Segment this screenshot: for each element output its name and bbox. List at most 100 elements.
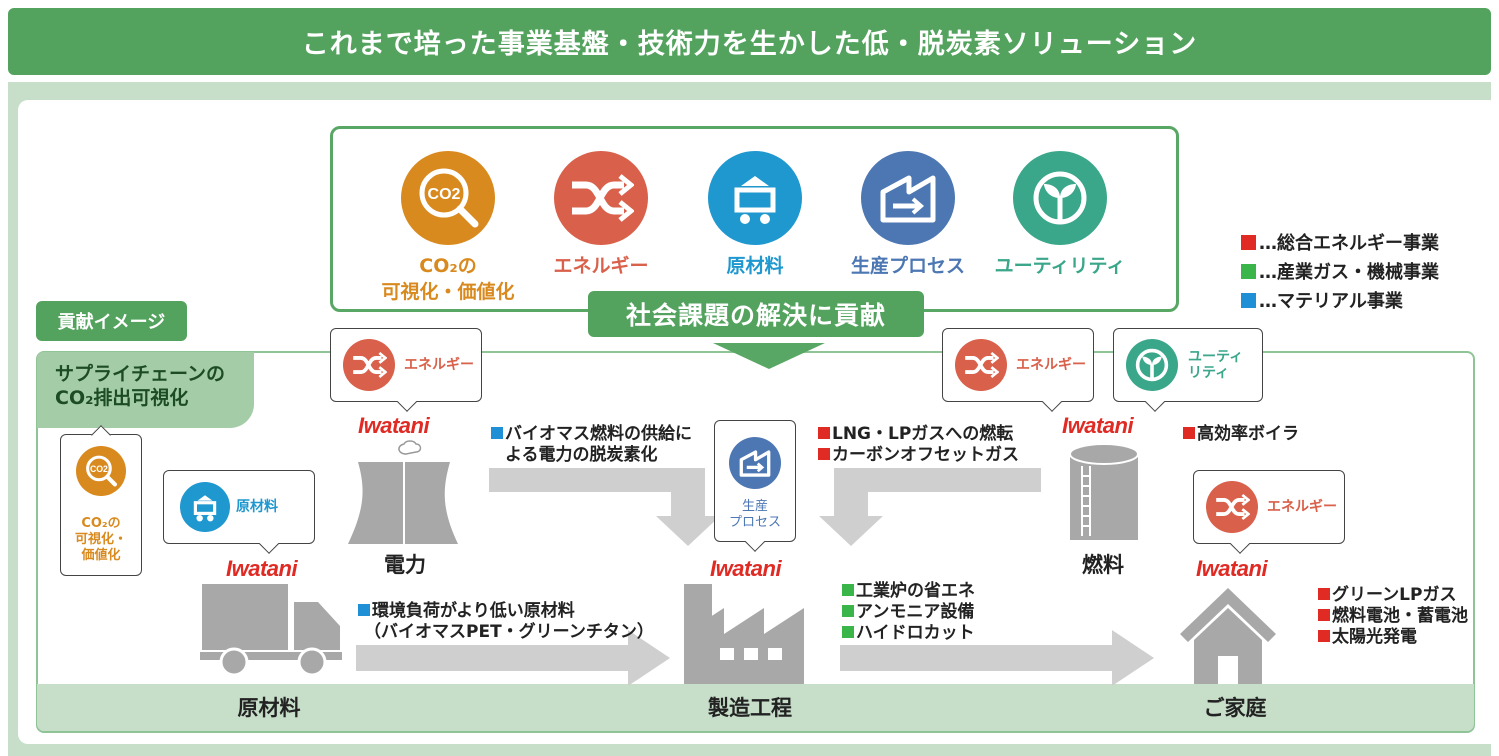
challenge-label-material: 原材料	[726, 255, 784, 277]
cooling-tower-icon	[348, 440, 458, 544]
iwatani-logo-factory: Iwatani	[710, 556, 782, 581]
desc-factory-line2: アンモニア設備	[856, 602, 975, 622]
solve-banner: 社会課題の解決に貢献	[588, 291, 924, 337]
bullet-red	[818, 427, 830, 439]
factory-process-icon	[729, 437, 781, 489]
iwatani-logo-home: Iwatani	[1196, 556, 1268, 581]
supply-chain-label: サプライチェーンの CO₂排出可視化	[37, 352, 254, 428]
bullet-green	[842, 626, 854, 638]
desc-boiler: 高効率ボイラ	[1183, 424, 1299, 445]
desc-biomass-line2: よる電力の脱炭素化	[505, 445, 658, 465]
bullet-red	[1318, 609, 1330, 621]
challenge-label-energy: エネルギー	[553, 255, 649, 277]
svg-text:CO2: CO2	[428, 186, 461, 203]
bullet-blue	[491, 427, 503, 439]
challenge-label-co2-line2: 可視化・価値化	[381, 281, 515, 303]
iwatani-logo-fuel: Iwatani	[1062, 413, 1134, 438]
bullet-green	[842, 584, 854, 596]
legend-swatch-blue	[1241, 292, 1256, 308]
shuffle-arrows-icon	[955, 339, 1007, 391]
shuffle-arrows-icon	[1206, 481, 1258, 533]
caption-fuel: 燃料	[1082, 553, 1124, 577]
sprout-icon	[1013, 151, 1107, 245]
co2-search-icon: CO2	[401, 151, 495, 245]
callout-process-line2: プロセス	[728, 515, 781, 530]
caption-raw: 原材料	[237, 696, 301, 720]
callout-material-text: 原材料	[236, 499, 278, 515]
shuffle-arrows-icon	[554, 151, 648, 245]
truck-icon	[200, 584, 342, 677]
challenge-label-process: 生産プロセス	[850, 255, 965, 277]
factory-icon	[684, 584, 804, 684]
callout-utility-line2: リティ	[1188, 365, 1230, 381]
callout-co2-text: CO₂の 可視化・ 価値化	[60, 516, 142, 564]
fuel-tank-icon	[1069, 443, 1139, 540]
desc-raw: 環境負荷がより低い原材料 （バイオマスPET・グリーンチタン）	[358, 601, 654, 643]
desc-home: グリーンLPガス 燃料電池・蓄電池 太陽光発電	[1318, 585, 1468, 648]
desc-home-line3: 太陽光発電	[1332, 627, 1417, 647]
challenge-label-utility: ユーティリティ	[994, 255, 1126, 277]
ground-strip	[37, 684, 1474, 731]
caption-home: ご家庭	[1203, 696, 1267, 720]
caption-manufacturing: 製造工程	[708, 696, 792, 720]
svg-text:CO2: CO2	[90, 464, 108, 474]
iwatani-logo-power: Iwatani	[358, 413, 430, 438]
legend-text: …マテリアル事業	[1259, 291, 1403, 312]
caption-power: 電力	[384, 553, 426, 577]
callout-co2-line2: 可視化・	[74, 532, 127, 547]
bullet-blue	[358, 604, 370, 616]
home-flow-arrow	[840, 630, 1154, 686]
contribution-label: 貢献イメージ	[36, 301, 187, 341]
factory-process-icon	[861, 151, 955, 245]
supply-chain-line2: CO₂排出可視化	[55, 387, 189, 409]
callout-utility-text: ユーティ リティ	[1188, 349, 1243, 381]
desc-biomass-line1: バイオマス燃料の供給に	[505, 424, 692, 444]
desc-factory-line1: 工業炉の省エネ	[856, 581, 975, 601]
bullet-red	[1318, 630, 1330, 642]
shuffle-arrows-icon	[343, 339, 395, 391]
lng-flow-arrow	[819, 468, 1041, 546]
desc-factory: 工業炉の省エネ アンモニア設備 ハイドロカット	[842, 581, 975, 644]
page-title: これまで培った事業基盤・技術力を生かした低・脱炭素ソリューション	[8, 8, 1491, 75]
legend-text: …総合エネルギー事業	[1259, 233, 1439, 254]
callout-co2-line1: CO₂の	[81, 516, 121, 531]
challenge-label-co2: CO₂の 可視化・価値化	[363, 253, 533, 305]
desc-boiler-text: 高効率ボイラ	[1197, 424, 1299, 444]
raw-material-flow-arrow	[356, 630, 670, 686]
cart-icon	[180, 482, 230, 532]
desc-lng: LNG・LPガスへの燃転 カーボンオフセットガス	[818, 424, 1019, 466]
legend-swatch-green	[1241, 263, 1256, 279]
callout-process-text: 生産 プロセス	[714, 499, 796, 531]
callout-energy-text: エネルギー	[404, 357, 474, 373]
legend-text: …産業ガス・機械事業	[1259, 262, 1439, 283]
desc-raw-line1: 環境負荷がより低い原材料	[372, 601, 575, 621]
callout-process-line1: 生産	[741, 499, 768, 514]
desc-raw-line2: （バイオマスPET・グリーンチタン）	[364, 622, 654, 642]
sprout-icon	[1126, 339, 1178, 391]
callout-energy-text: エネルギー	[1267, 499, 1337, 515]
co2-search-icon: CO2	[76, 446, 126, 496]
desc-home-line2: 燃料電池・蓄電池	[1332, 606, 1468, 626]
cart-icon	[708, 151, 802, 245]
house-icon	[1180, 588, 1276, 684]
desc-home-line1: グリーンLPガス	[1332, 585, 1457, 605]
callout-co2-line3: 価値化	[81, 548, 121, 563]
challenge-label-co2-line1: CO₂の	[419, 255, 477, 277]
callout-energy-text: エネルギー	[1016, 357, 1086, 373]
legend-item-gas: …産業ガス・機械事業	[1241, 258, 1439, 284]
callout-utility-line1: ユーティ	[1188, 349, 1244, 365]
desc-lng-line2: カーボンオフセットガス	[832, 445, 1019, 465]
iwatani-logo-raw: Iwatani	[226, 556, 298, 581]
legend-swatch-red	[1241, 234, 1256, 250]
bullet-red	[1318, 588, 1330, 600]
legend-item-energy: …総合エネルギー事業	[1241, 229, 1439, 255]
desc-lng-line1: LNG・LPガスへの燃転	[832, 424, 1014, 444]
down-arrow-icon	[713, 343, 825, 369]
desc-biomass: バイオマス燃料の供給に よる電力の脱炭素化	[491, 424, 692, 466]
biomass-flow-arrow	[489, 468, 720, 546]
bullet-red	[1183, 427, 1195, 439]
bullet-green	[842, 605, 854, 617]
supply-chain-line1: サプライチェーンの	[55, 363, 226, 385]
bullet-red	[818, 448, 830, 460]
